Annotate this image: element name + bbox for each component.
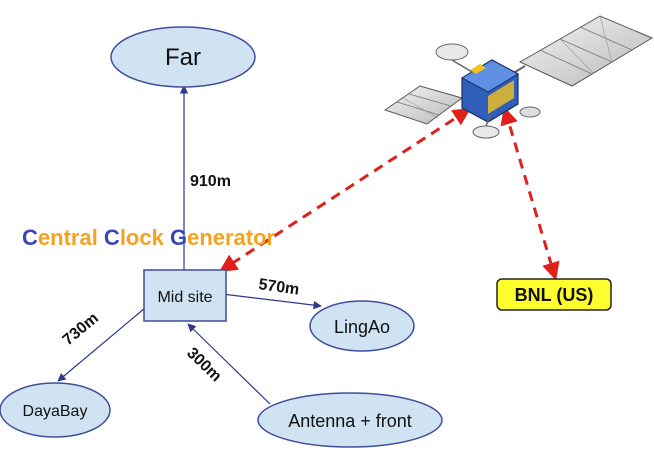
node-antenna: Antenna + front [257,392,443,448]
satellite-link-mid-site [218,108,472,272]
title-part-6: enerator [187,225,275,250]
node-lingao: LingAo [309,300,415,352]
node-dayabay-label: DayaBay [23,403,88,420]
distance-dayabay: 730m [60,310,102,349]
title-part-1: C [22,225,38,250]
title-part-5: G [170,225,187,250]
distance-far: 910m [190,173,231,190]
title-part-4: lock [120,225,170,250]
node-far-label: Far [165,44,201,71]
satellite-icon [383,15,654,139]
arrow-to-dayabay [57,307,146,382]
node-mid-site-label: Mid site [157,289,212,306]
title-part-3: C [104,225,120,250]
satellite-link-bnl [500,106,560,281]
node-antenna-label: Antenna + front [288,411,412,431]
distance-antenna: 300m [183,345,224,386]
node-lingao-label: LingAo [334,317,390,337]
node-far: Far [110,26,256,88]
node-bnl: BNL (US) [496,278,612,311]
diagram-title: Central Clock Generator [22,225,276,250]
distance-lingao: 570m [257,276,300,299]
node-dayabay: DayaBay [0,382,111,438]
arrow-from-antenna [187,323,271,405]
title-part-2: entral [38,225,104,250]
node-mid-site: Mid site [143,269,227,322]
node-bnl-label: BNL (US) [515,285,594,305]
arrow-to-lingao [221,293,322,310]
